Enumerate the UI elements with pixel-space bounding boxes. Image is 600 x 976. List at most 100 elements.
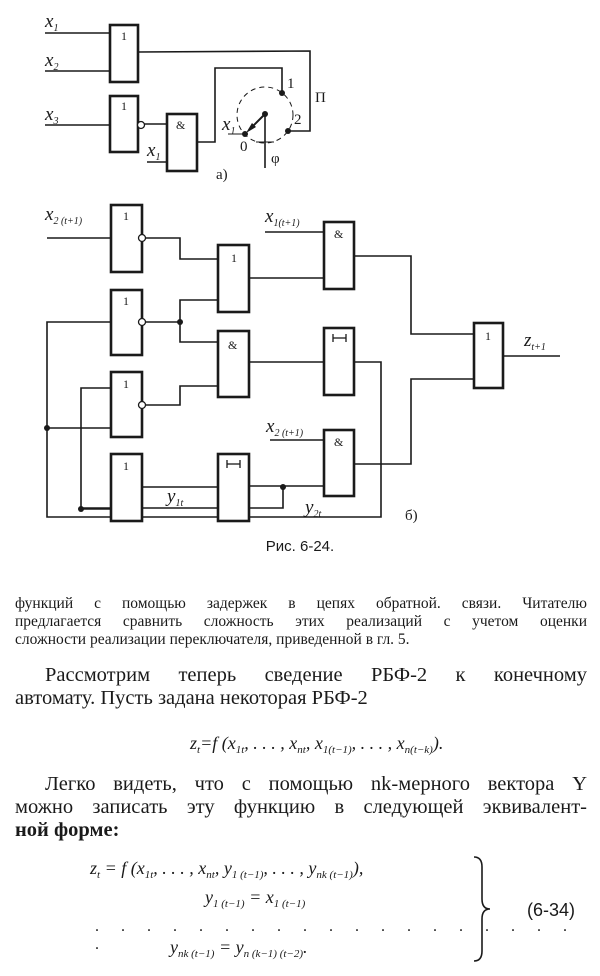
and-gate-a	[165, 112, 199, 173]
math-term: y	[205, 887, 213, 907]
input-x2-t1-label: x2 (t+1)	[44, 204, 83, 227]
math-term: , . . . , x	[244, 733, 298, 753]
math-term: ),	[352, 858, 364, 878]
paragraph-line: автомату. Пусть задана некоторая РБФ-2	[15, 687, 368, 709]
delay-upper	[322, 326, 356, 397]
math-term: = f (x	[100, 858, 145, 878]
math-subscript: t	[197, 744, 201, 756]
junction-dot	[78, 506, 84, 512]
or-gate-mid	[216, 243, 251, 314]
feedback-y1-label: y1t	[165, 486, 183, 509]
math-subscript: t	[97, 869, 101, 881]
math-term: z	[190, 733, 198, 753]
switch-contact-2	[285, 128, 291, 134]
gate-label: &	[334, 227, 344, 241]
system-equation-3: ynk (t−1) = yn (k−1) (t−2).	[170, 937, 308, 960]
input-x3-label: x3	[44, 104, 58, 127]
paragraph-line: Рассмотрим теперь сведение РБФ-2 к конеч…	[45, 664, 587, 686]
text-line: предлагается сравнить сложность этих реа…	[15, 613, 587, 630]
text-line: сложности реализации переключателя, прив…	[15, 631, 410, 648]
math-subscript: 1 (t−1)	[213, 898, 245, 910]
junction-dot	[44, 425, 50, 431]
gate-label: &	[228, 338, 238, 352]
math-subscript: 1 (t−1)	[273, 898, 306, 910]
or-gate-b4	[109, 452, 144, 523]
switch-arrow-icon	[246, 123, 256, 133]
input-x1-label: x1	[44, 11, 58, 34]
not-gate-a	[108, 94, 140, 154]
math-term: z	[90, 858, 98, 878]
control-phi-label: φ	[271, 151, 280, 167]
system-dots: . . . . . . . . . . . . . . . . . . . .	[95, 918, 576, 953]
gate-label: 1	[123, 209, 129, 223]
panel-b-label: б)	[405, 508, 418, 524]
delay-symbol	[226, 334, 347, 468]
math-subscript: nk (t−1)	[316, 869, 353, 881]
system-equation-1: zt = f (x1t, . . . , xnt, y1 (t−1), . . …	[90, 858, 363, 881]
or-gate-output	[472, 321, 505, 390]
math-subscript: 1t	[144, 869, 154, 881]
switch-position-2: 2	[294, 112, 302, 128]
and-gate-bottom-right	[322, 428, 356, 498]
inverter-bubble	[137, 400, 147, 410]
math-term: .	[303, 937, 308, 957]
math-subscript: 1 (t−1)	[231, 869, 264, 881]
and-input-x1-label: x1	[146, 140, 160, 163]
math-term: , y	[214, 858, 232, 878]
switch-input-x1-label: x1	[221, 114, 235, 137]
junction-dot	[280, 484, 286, 490]
math-term: , . . . , x	[153, 858, 207, 878]
figure-6-24: 1 1 & 1 1 1 1 1 & & & 1 x1 x2 x3 x1 x1 0…	[44, 11, 560, 524]
gate-label: 1	[231, 251, 237, 265]
switch-contact-1	[279, 90, 285, 96]
junction-dot	[177, 319, 183, 325]
math-term: = x	[244, 887, 274, 907]
inverter-bubble	[136, 120, 146, 130]
delay-lower	[216, 452, 251, 523]
equation-number: (6-34)	[527, 900, 576, 920]
figure-caption: Рис. 6-24.	[265, 538, 335, 555]
gate-label: &	[334, 435, 344, 449]
switch-name: П	[315, 90, 326, 106]
text-line: функций с помощью задержек в цепях обрат…	[15, 595, 587, 612]
output-z-label: zt+1	[523, 330, 546, 353]
gate-label: 1	[121, 29, 127, 43]
gate-label: 1	[123, 294, 129, 308]
math-term: , . . . , y	[263, 858, 317, 878]
math-subscript: n(t−k)	[404, 744, 433, 756]
gate-label: 1	[123, 377, 129, 391]
inverter-bubble	[137, 233, 147, 243]
math-subscript: nt	[206, 869, 215, 881]
paragraph-line: ной форме:	[15, 819, 120, 841]
math-term: , x	[305, 733, 323, 753]
inverter-bubble	[137, 317, 147, 327]
switch-position-0: 0	[240, 139, 248, 155]
system-brace	[473, 856, 491, 962]
gate-label: &	[176, 118, 186, 132]
math-subscript: 1(t−1)	[322, 744, 352, 756]
system-equation-2: y1 (t−1) = x1 (t−1)	[205, 887, 305, 910]
not-gate-b1	[109, 203, 144, 274]
math-subscript: 1t	[235, 744, 245, 756]
gate-label: 1	[485, 329, 491, 343]
panel-a-label: а)	[216, 167, 228, 183]
math-subscript: nk (t−1)	[178, 948, 215, 960]
switch-pivot	[262, 111, 268, 117]
math-term: , . . . , x	[351, 733, 405, 753]
math-subscript: n (k−1) (t−2)	[243, 948, 304, 960]
gate-label: 1	[123, 459, 129, 473]
and-gate-mid	[216, 329, 251, 399]
paragraph-line: Легко видеть, что с помощью nk-мерного в…	[45, 773, 587, 795]
not-gate-b2	[109, 288, 144, 357]
or-gate-a	[108, 23, 140, 84]
feedback-y2-label: y2t	[303, 497, 321, 520]
math-term: = y	[214, 937, 244, 957]
gate-label: 1	[121, 99, 127, 113]
formula-rbf: zt=f (x1t, . . . , xnt, x1(t−1), . . . ,…	[190, 733, 443, 756]
input-x2-label: x2	[44, 50, 58, 73]
input-x1-t1-label: x1(t+1)	[264, 206, 300, 229]
math-term: ).	[432, 733, 444, 753]
math-term: =f (x	[200, 733, 236, 753]
math-subscript: nt	[297, 744, 306, 756]
input-x2-t1-lower-label: x2 (t+1)	[265, 416, 304, 439]
